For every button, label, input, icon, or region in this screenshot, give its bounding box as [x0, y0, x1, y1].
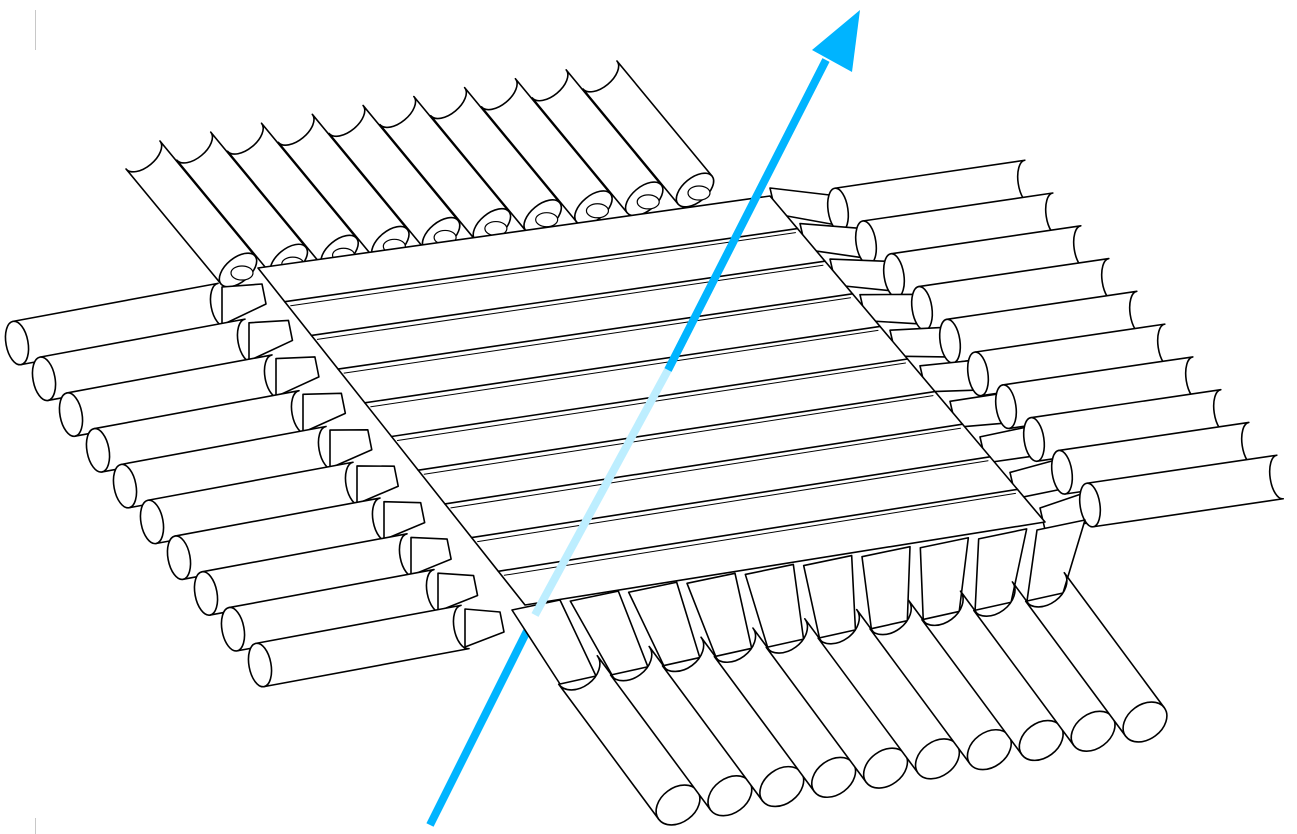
left-light-guide — [410, 536, 452, 577]
bottom-fiber-10 — [1024, 571, 1168, 743]
bottom-light-guide — [686, 572, 753, 658]
bottom-light-guide — [861, 545, 911, 630]
left-light-guide — [383, 500, 426, 541]
left-readout-fibers — [4, 282, 505, 688]
left-light-guide — [302, 392, 347, 434]
bar-divider — [283, 227, 799, 303]
bar-divider — [470, 455, 991, 539]
track-segment-through-slab — [531, 368, 672, 617]
bar-divider — [444, 423, 964, 505]
right-fiber-2 — [854, 192, 1061, 266]
right-fiber-7 — [994, 356, 1201, 430]
particle-track-lower — [426, 613, 539, 827]
left-light-guide — [221, 283, 267, 326]
bar-divider — [417, 390, 936, 472]
fiber-collar — [687, 185, 711, 201]
left-light-guide — [329, 428, 373, 469]
bottom-fiber-3 — [661, 636, 805, 808]
bar-divider — [337, 292, 854, 370]
bottom-fiber-6 — [817, 608, 961, 780]
track-segment-lower — [426, 613, 539, 827]
left-light-guide — [464, 608, 505, 648]
left-light-guide — [356, 465, 400, 505]
bottom-fiber-7 — [869, 599, 1012, 771]
fiber-collar — [636, 194, 660, 210]
left-light-guide — [275, 356, 320, 398]
right-fiber-10 — [1078, 454, 1285, 528]
fiber-collar — [535, 212, 559, 228]
bar-divider — [310, 260, 826, 337]
left-fiber-3 — [58, 354, 281, 438]
bottom-fiber-2 — [609, 645, 753, 817]
right-fiber-8 — [1022, 388, 1229, 463]
bottom-light-guide — [802, 554, 857, 639]
edge-tick — [35, 818, 36, 834]
edge-tick — [35, 10, 36, 50]
track-arrowhead-icon — [812, 10, 860, 72]
bottom-light-guide — [744, 563, 805, 648]
bottom-fiber-8 — [921, 590, 1064, 762]
left-fiber-10 — [247, 604, 470, 688]
track-segment-upper — [664, 58, 830, 372]
left-light-guide — [437, 572, 479, 613]
left-light-guide — [248, 319, 294, 362]
fiber-collar — [585, 203, 610, 219]
bar-divider — [363, 325, 881, 404]
top-readout-fibers — [125, 60, 715, 288]
bottom-fiber-9 — [973, 581, 1116, 752]
bar-divider — [497, 488, 1019, 573]
right-readout-fibers — [769, 159, 1285, 535]
fiber-collar — [230, 265, 254, 281]
particle-track-arrow — [531, 10, 860, 617]
bottom-readout-fibers — [511, 519, 1168, 826]
bottom-fiber-5 — [765, 618, 909, 789]
